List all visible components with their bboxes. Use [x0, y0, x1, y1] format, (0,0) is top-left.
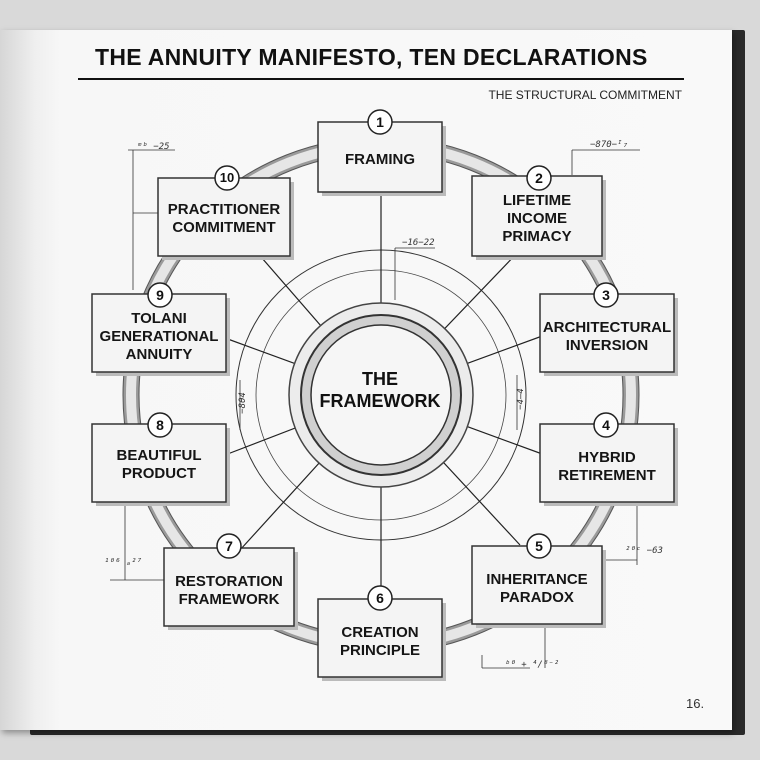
page-title: THE ANNUITY MANIFESTO, TEN DECLARATIONS	[95, 44, 648, 70]
node-boxes	[91, 121, 678, 681]
hub-core	[310, 324, 452, 466]
node-number-8: 8	[156, 417, 164, 433]
node-label-4: HYBRID RETIREMENT	[558, 449, 656, 484]
node-label-10: PRACTITIONER COMMITMENT	[167, 201, 281, 236]
node-number-3: 3	[602, 287, 610, 303]
node-number-5: 5	[535, 538, 543, 554]
node-number-4: 4	[602, 417, 610, 433]
node-label-2: LIFETIME INCOME PRIMACY	[502, 192, 572, 245]
node-label-7: RESTORATION FRAMEWORK	[175, 573, 283, 608]
annotation-4: −8θ4	[237, 392, 248, 414]
annotation-2: −870−ᴵ₇	[590, 140, 628, 150]
node-label-3: ARCHITECTURAL INVERSION	[542, 319, 672, 354]
number-badges	[147, 109, 619, 611]
node-label-6: CREATION PRINCIPLE	[339, 624, 420, 659]
annotation-1: ᵐᵇ −25	[137, 142, 170, 152]
node-label-8: BEAUTIFUL PRODUCT	[116, 447, 202, 482]
annotation-7: ¹⁰⁶ ₐ²⁷	[104, 558, 142, 568]
node-number-10: 10	[219, 170, 235, 185]
node-number-6: 6	[376, 590, 384, 606]
annotation-6: ²⁰ᶜ −63	[625, 546, 663, 556]
node-number-9: 9	[156, 287, 164, 303]
node-number-2: 2	[535, 170, 543, 186]
node-label-9: TOLANI GENERATIONAL ANNUITY	[99, 310, 219, 363]
node-label-5: INHERITANCE PARADOX	[486, 571, 588, 606]
node-number-7: 7	[225, 538, 233, 554]
annotation-8: ᵇ⁰ + ⁴/⁸⁻²	[505, 660, 560, 670]
node-label-1: FRAMING	[345, 151, 415, 168]
annotation-3: −16−22	[402, 238, 435, 248]
title-rule	[78, 78, 684, 80]
node-number-1: 1	[376, 114, 384, 130]
page-subtitle: THE STRUCTURAL COMMITMENT	[488, 88, 682, 102]
annotation-5: −4̶4	[515, 388, 526, 410]
dimension-lines	[110, 149, 640, 669]
page-number: 16.	[686, 696, 705, 711]
center-label: THE FRAMEWORK	[319, 369, 441, 411]
